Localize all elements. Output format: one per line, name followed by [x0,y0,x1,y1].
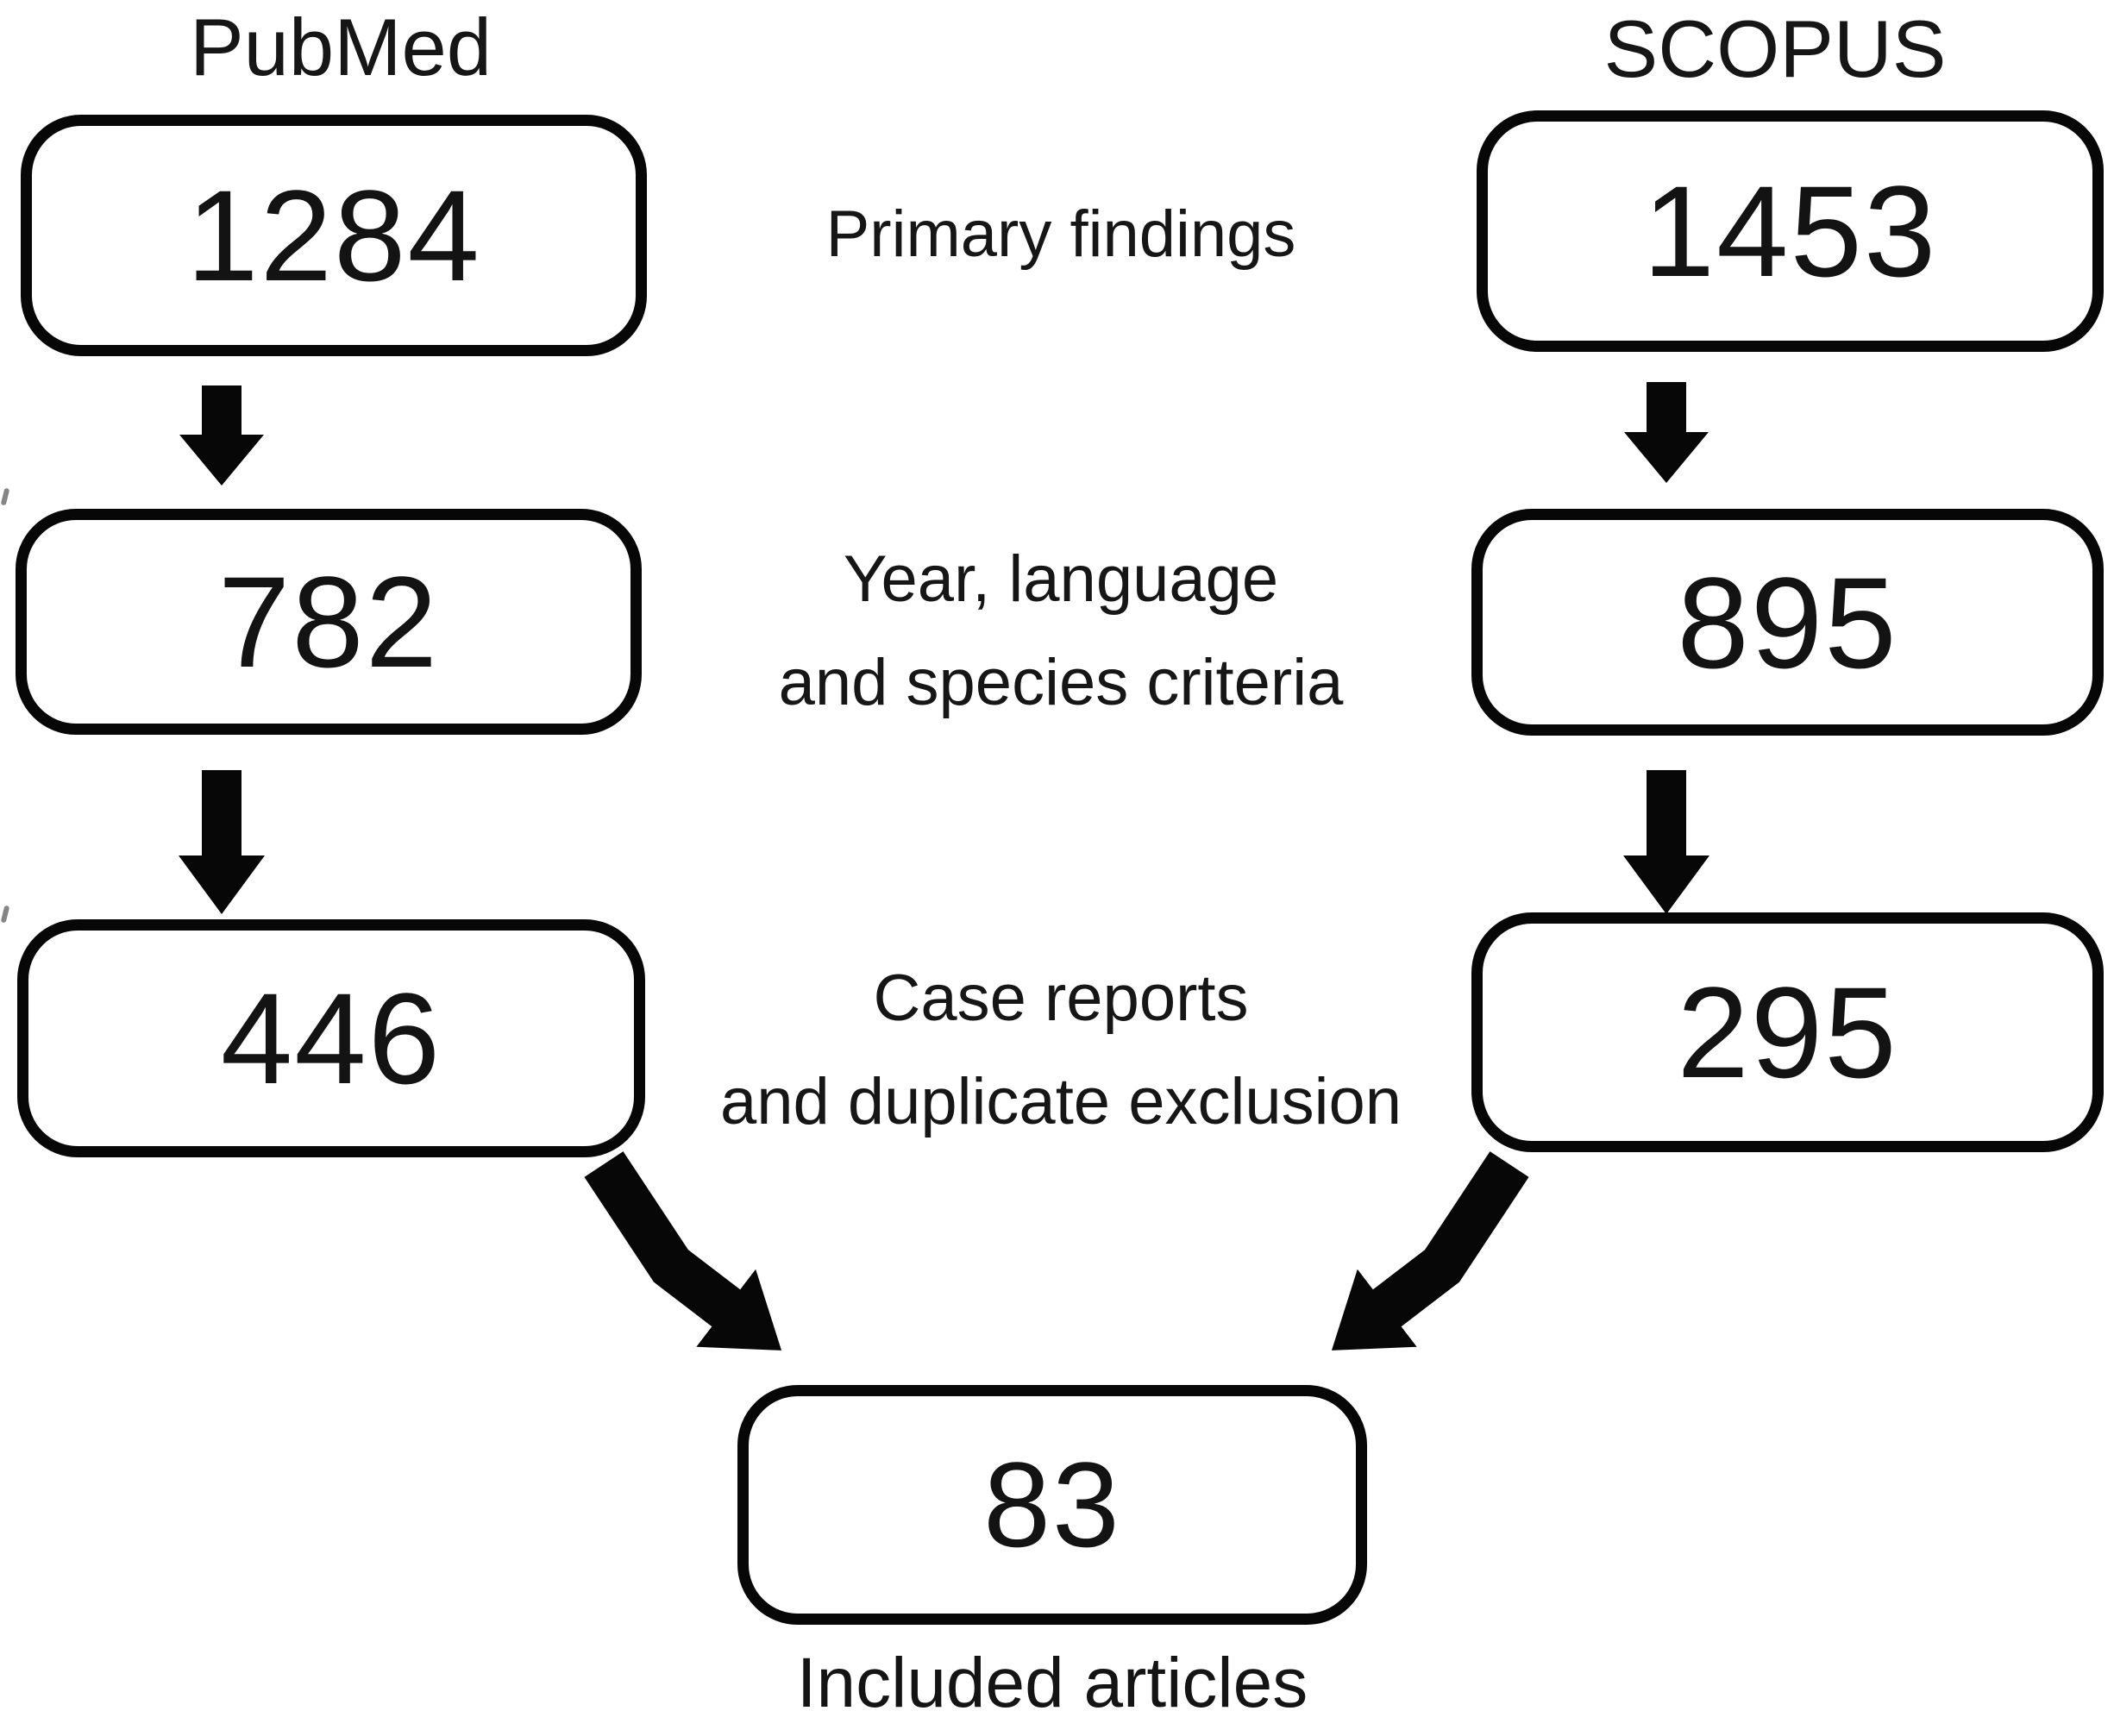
stage-label-line: and duplicate exclusion [719,1065,1402,1138]
down-arrow-icon [1623,770,1709,914]
merge-arrow-left-icon [584,1151,782,1351]
pubmed-column-label: PubMed [189,2,492,92]
scopus-year-language-species-box: 895 [1471,509,2104,736]
included-articles-caption: Included articles [796,1644,1308,1722]
pubmed-case-report-exclusion-box: 446 [17,919,645,1157]
stage-label-primary-findings: Primary findings [645,183,1477,286]
stage-label-line: and species criteria [778,646,1344,719]
scopus-filtered-count-2: 295 [1677,960,1898,1105]
down-arrow-icon [1624,382,1709,483]
stage-label-line: Year, language [843,542,1279,616]
stage-label-line: Primary findings [825,197,1296,271]
scopus-column-label: SCOPUS [1603,3,1947,94]
included-articles-count: 83 [983,1437,1121,1572]
scopus-case-report-exclusion-box: 295 [1471,912,2104,1152]
pubmed-year-language-species-box: 782 [16,509,642,735]
pubmed-primary-findings-box: 1284 [21,115,647,356]
scopus-filtered-count-1: 895 [1677,549,1898,695]
down-arrow-icon [179,770,265,914]
included-articles-box: 83 [737,1385,1367,1625]
stage-label-line: Case reports [873,962,1249,1035]
scopus-primary-findings-box: 1453 [1477,110,2104,352]
pubmed-filtered-count-2: 446 [220,966,442,1111]
scan-artifact [0,905,10,924]
pubmed-primary-count: 1284 [186,163,481,308]
down-arrow-icon [179,385,264,486]
scan-artifact [0,487,10,506]
stage-label-case-reports-duplicates: Case reports and duplicate exclusion [645,947,1477,1154]
merge-arrow-right-icon [1331,1151,1529,1351]
stage-label-year-language-species: Year, language and species criteria [645,528,1477,735]
pubmed-filtered-count-1: 782 [217,549,440,694]
scopus-primary-count: 1453 [1642,159,1938,304]
